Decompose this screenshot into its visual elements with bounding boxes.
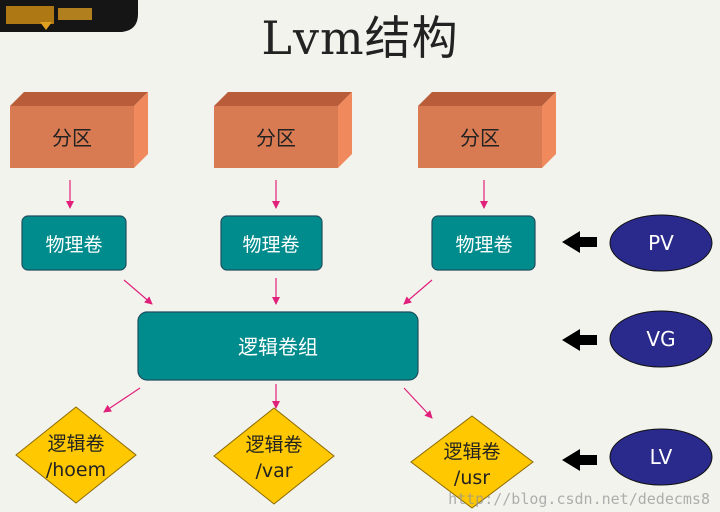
lv-label: 逻辑卷 — [245, 434, 302, 456]
lv-label: 逻辑卷 — [47, 433, 104, 455]
partition-label: 分区 — [460, 126, 500, 150]
pv-label: 物理卷 — [455, 234, 512, 256]
legend-label-vg: VG — [646, 327, 675, 351]
volume-group: 逻辑卷组 — [137, 311, 419, 381]
legend-arrow-pv — [562, 231, 597, 253]
partition-label: 分区 — [52, 126, 92, 150]
partition-block-2: 分区 — [214, 92, 352, 168]
arrow-vg-to-lv-3 — [403, 387, 433, 419]
watermark-text: http://blog.csdn.net/dedecms8 — [448, 490, 710, 508]
logical-volume-1: 逻辑卷 /hoem — [15, 406, 137, 504]
legend-label-pv: PV — [648, 231, 674, 255]
arrow-pv-to-vg-1 — [123, 279, 153, 305]
lv-label: 逻辑卷 — [443, 441, 500, 463]
legend-arrow-lv — [562, 449, 597, 471]
partition-block-3: 分区 — [418, 92, 556, 168]
arrow-pv-to-vg-3 — [403, 279, 433, 305]
legend-arrow-vg — [562, 329, 597, 351]
partition-block-1: 分区 — [10, 92, 148, 168]
brand-logo — [0, 0, 138, 32]
legend-label-lv: LV — [650, 445, 673, 469]
physical-volume-3: 物理卷 — [431, 215, 536, 271]
legend-oval-pv: PV — [609, 214, 713, 272]
lv-mount-label: /usr — [454, 467, 490, 489]
legend-oval-vg: VG — [609, 310, 713, 368]
diagram-title: Lvm结构 — [261, 11, 459, 65]
partition-label: 分区 — [256, 126, 296, 150]
pv-label: 物理卷 — [242, 234, 299, 256]
pv-label: 物理卷 — [45, 234, 102, 256]
physical-volume-2: 物理卷 — [220, 215, 323, 271]
arrow-vg-to-lv-1 — [103, 387, 141, 413]
legend-oval-lv: LV — [609, 428, 713, 486]
logical-volume-3: 逻辑卷 /usr — [410, 415, 534, 509]
physical-volume-1: 物理卷 — [21, 215, 127, 271]
lv-mount-label: /var — [255, 460, 292, 482]
logical-volume-2: 逻辑卷 /var — [213, 407, 335, 505]
lv-mount-label: /hoem — [46, 459, 106, 481]
vg-label: 逻辑卷组 — [238, 335, 318, 359]
